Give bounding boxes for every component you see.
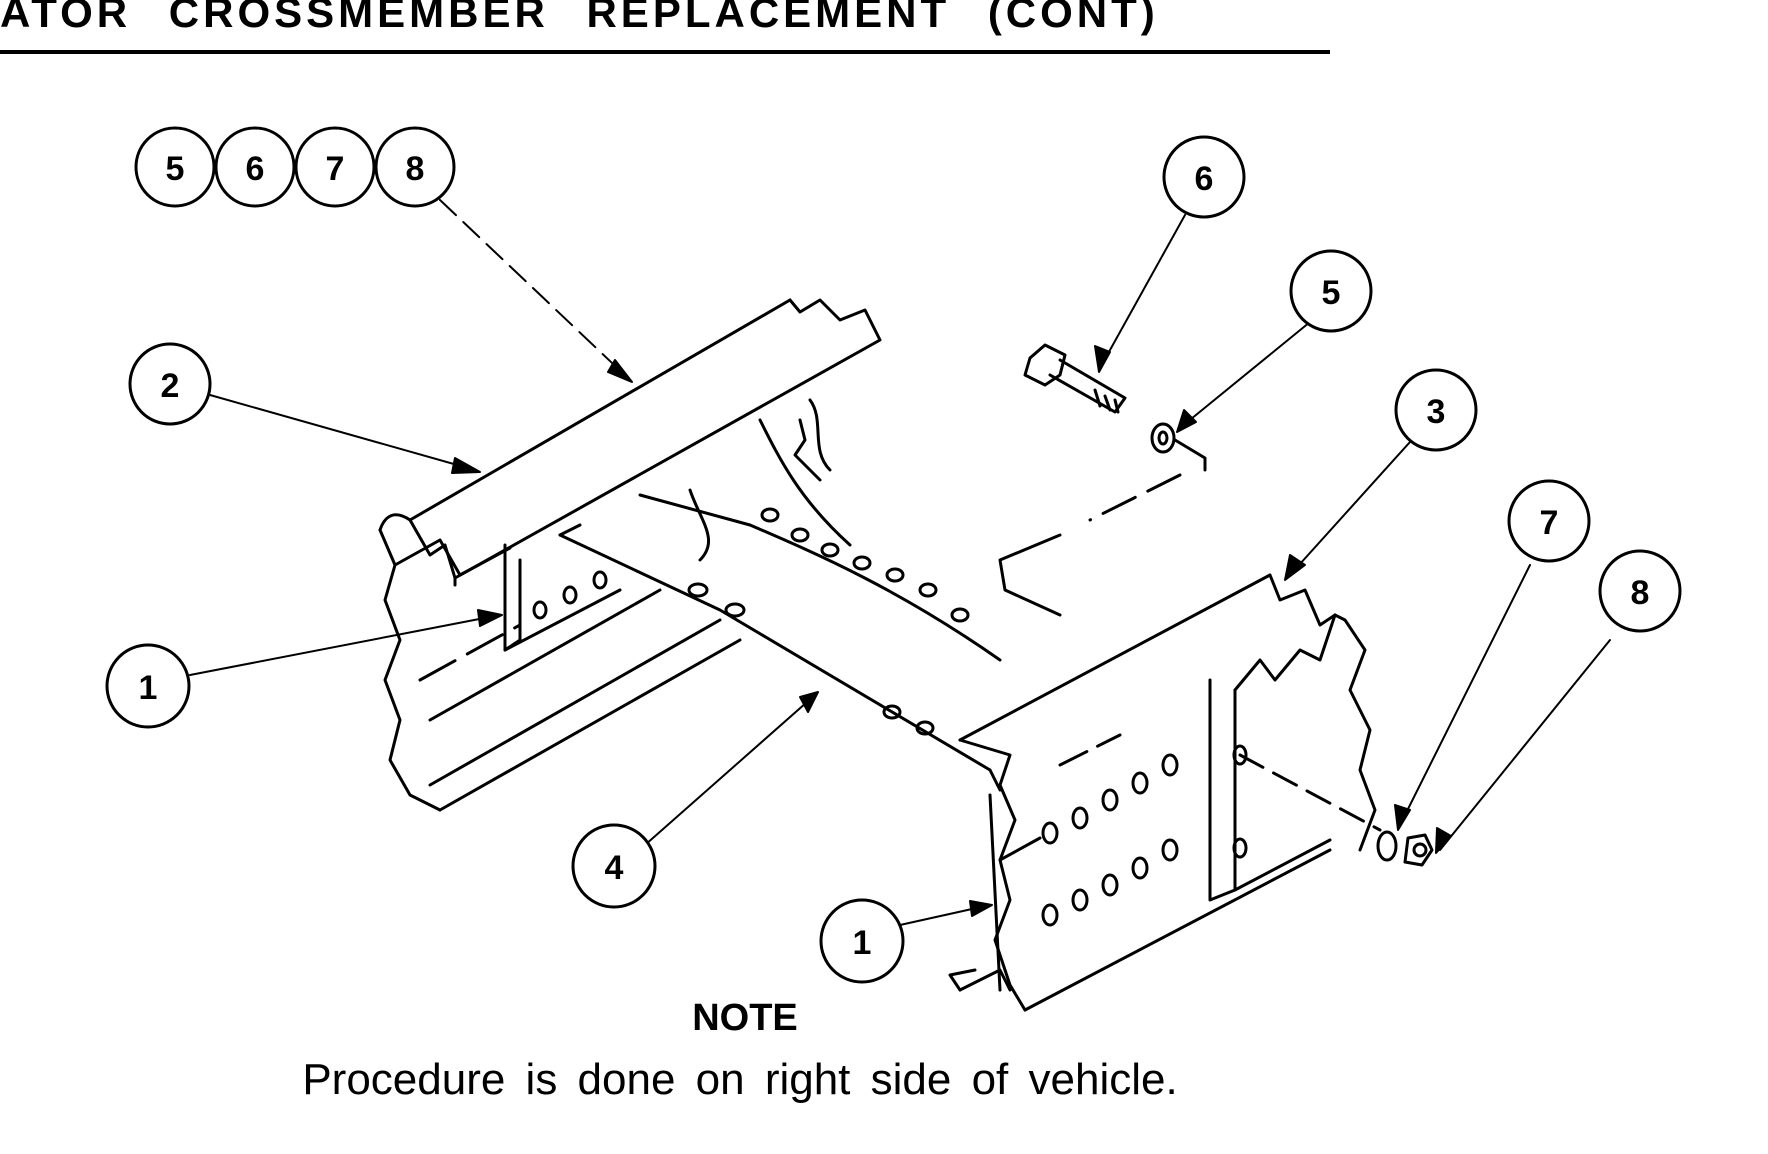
callout-1-left	[105, 643, 191, 729]
callout-5-label: 5	[1322, 274, 1341, 312]
note-text: Procedure is done on right side of vehic…	[302, 1055, 1178, 1104]
callout-4-label: 4	[605, 849, 624, 887]
callout-6	[1162, 135, 1246, 219]
callout-3-label: 3	[1427, 393, 1446, 431]
callout-1-bottom-label: 1	[853, 924, 872, 962]
callout-group-7-label: 7	[326, 150, 345, 188]
note-heading: NOTE	[692, 997, 798, 1039]
callout-group-8-label: 8	[406, 150, 425, 188]
callout-group-5-label: 5	[166, 150, 185, 188]
callout-group-8	[374, 126, 456, 208]
callout-2-label: 2	[161, 367, 180, 405]
callout-8	[1598, 549, 1682, 633]
callout-5	[1289, 249, 1373, 333]
callout-7-label: 7	[1540, 504, 1559, 542]
callout-group-7	[294, 126, 376, 208]
callout-circles	[105, 126, 1682, 984]
leader-lines	[189, 199, 1611, 926]
left-frame-rail	[378, 528, 742, 812]
callout-6-label: 6	[1195, 160, 1214, 198]
callout-1-bottom	[819, 898, 905, 984]
callout-8-label: 8	[1631, 574, 1650, 612]
callout-4	[571, 823, 657, 909]
top-flange-plate	[378, 298, 882, 587]
callout-2	[128, 342, 212, 426]
callout-1-left-label: 1	[139, 669, 158, 707]
callout-3	[1394, 368, 1478, 452]
crossmember-body	[532, 398, 1002, 792]
page-title: ATOR CROSSMEMBER REPLACEMENT (CONT)	[0, 0, 1330, 54]
callout-7	[1507, 479, 1591, 563]
callout-group-6-label: 6	[246, 150, 265, 188]
bolt-hardware	[998, 343, 1434, 867]
right-frame-rail	[948, 573, 1377, 1012]
callout-group-6	[214, 126, 296, 208]
page-title-text: ATOR CROSSMEMBER REPLACEMENT (CONT)	[0, 0, 1159, 36]
callout-group-5	[134, 126, 216, 208]
